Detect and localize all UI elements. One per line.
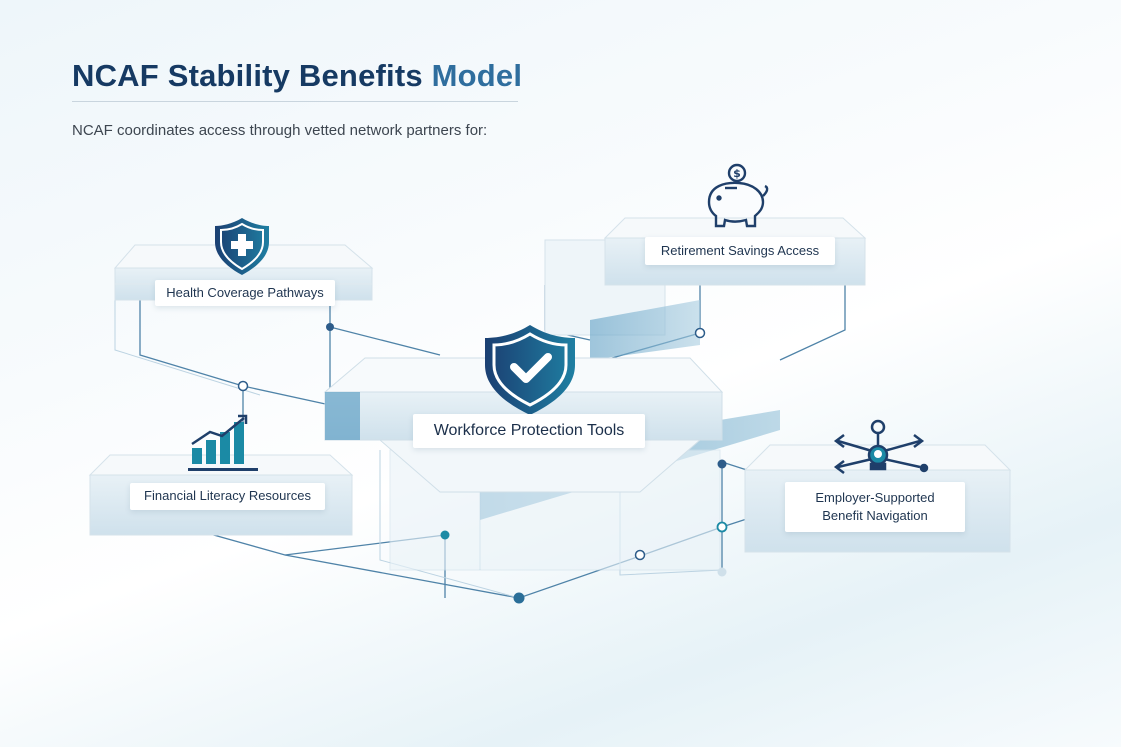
title-divider xyxy=(72,101,518,102)
workforce-protection-label: Workforce Protection Tools xyxy=(413,414,645,448)
shield-check-icon xyxy=(485,325,575,415)
financial-literacy-label: Financial Literacy Resources xyxy=(130,483,325,510)
piggy-bank-icon: $ xyxy=(707,163,769,228)
health-coverage-label: Health Coverage Pathways xyxy=(155,280,335,306)
network-hub-icon xyxy=(833,419,929,474)
title-main: NCAF Stability Benefits xyxy=(72,58,423,93)
page-title: NCAF Stability Benefits Model xyxy=(72,58,522,94)
title-accent: Model xyxy=(431,58,523,93)
shield-plus-icon xyxy=(215,218,269,275)
svg-text:$: $ xyxy=(733,167,741,180)
retirement-savings-label: Retirement Savings Access xyxy=(645,237,835,265)
employer-benefit-label: Employer-Supported Benefit Navigation xyxy=(785,482,965,532)
subtitle: NCAF coordinates access through vetted n… xyxy=(72,122,488,139)
bar-chart-icon xyxy=(188,414,258,471)
connector-dots xyxy=(237,323,728,604)
